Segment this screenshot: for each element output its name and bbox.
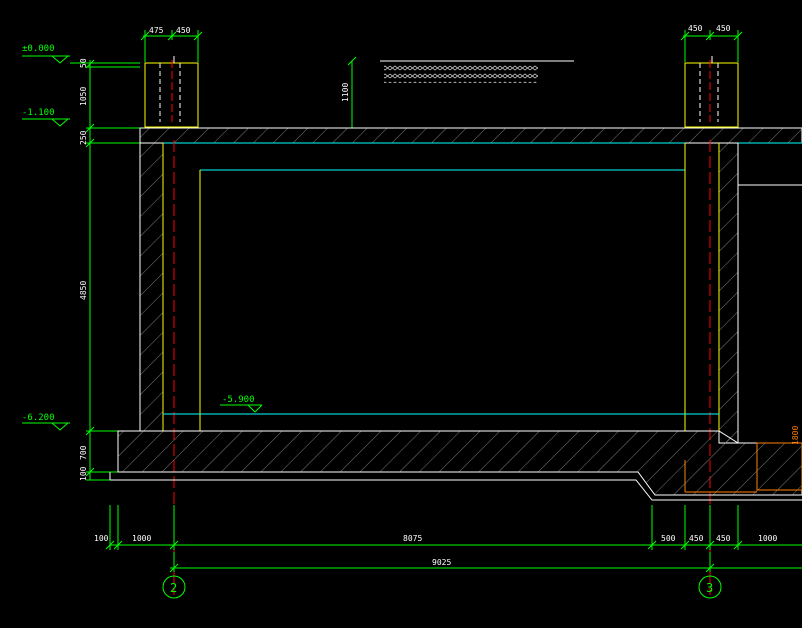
roof-slab xyxy=(139,127,802,171)
base-slab xyxy=(109,430,802,501)
elev-roof-label: -1.100 xyxy=(22,108,55,118)
dim-b-100: 100 xyxy=(94,534,109,543)
dim-soil-1100: 1100 xyxy=(341,83,350,102)
top-dims-col2 xyxy=(140,30,203,62)
dim-b-8075: 8075 xyxy=(403,534,422,543)
elev-floor-label: -5.900 xyxy=(222,395,255,405)
dim-top-450-a: 450 xyxy=(688,24,703,33)
top-dims-col3 xyxy=(680,30,743,62)
dim-b-1000: 1000 xyxy=(132,534,151,543)
soil-fill xyxy=(347,56,574,128)
axis-label-3: 3 xyxy=(706,581,713,595)
dim-v-100: 100 xyxy=(79,466,88,481)
left-wall xyxy=(139,140,201,595)
column-top-left xyxy=(144,56,199,128)
bottom-dims-total xyxy=(169,552,802,573)
dim-v-50: 50 xyxy=(79,58,88,68)
dim-top-450-left: 450 xyxy=(176,26,191,35)
column-top-right xyxy=(684,56,739,128)
dim-b-1000-right: 1000 xyxy=(758,534,777,543)
dim-right-1800: 1800 xyxy=(791,426,800,445)
dim-v-1050: 1050 xyxy=(79,87,88,106)
dim-v-700: 700 xyxy=(79,445,88,460)
elev-slab-label: -6.200 xyxy=(22,413,55,423)
dim-top-475: 475 xyxy=(149,26,164,35)
dim-v-250: 250 xyxy=(79,130,88,145)
axis-label-2: 2 xyxy=(170,581,177,595)
dim-total-9025: 9025 xyxy=(432,558,451,567)
right-wall xyxy=(684,140,802,595)
floor-elevation-marker: -5.900 xyxy=(220,395,263,413)
axis-bubble-2: 2 xyxy=(162,575,186,599)
dim-top-450-b: 450 xyxy=(716,24,731,33)
slab-elevation-marker: -6.200 xyxy=(22,413,70,431)
elev-ground-label: ±0.000 xyxy=(22,44,55,54)
roof-elevation-marker: -1.100 xyxy=(22,108,70,127)
dim-b-500: 500 xyxy=(661,534,676,543)
bottom-dims-row1 xyxy=(105,505,802,550)
dim-v-4850: 4850 xyxy=(79,281,88,300)
dim-b-450a: 450 xyxy=(689,534,704,543)
left-vertical-dims xyxy=(85,59,140,481)
axis-bubble-3: 3 xyxy=(698,575,722,599)
dim-b-450b: 450 xyxy=(716,534,731,543)
